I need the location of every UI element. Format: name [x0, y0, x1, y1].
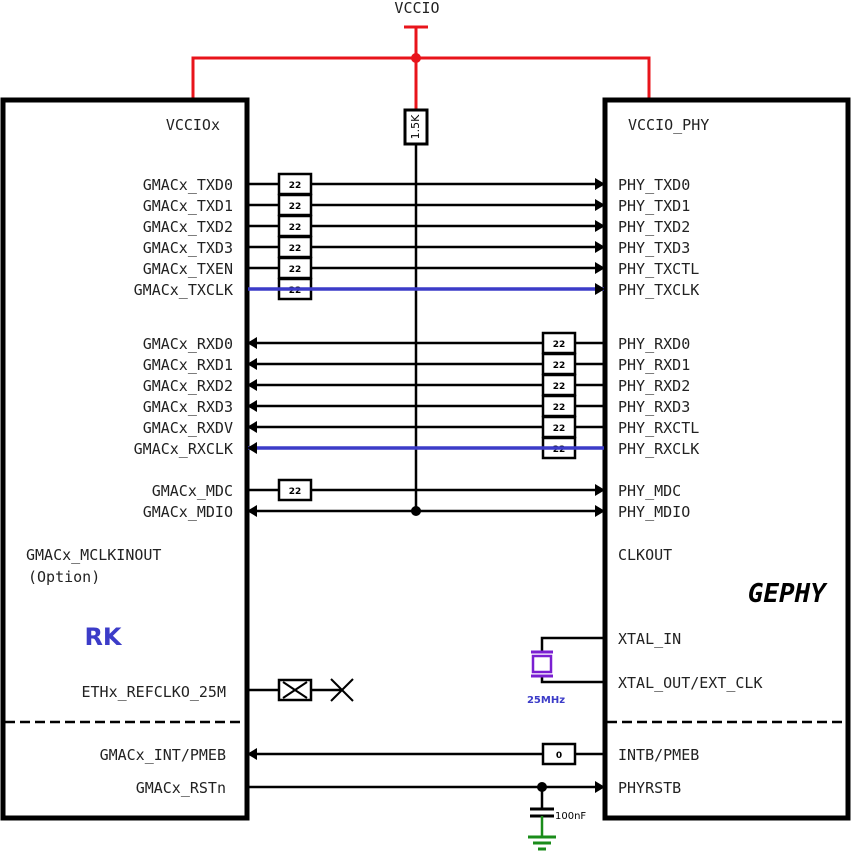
- reset-group: 100nF GMACx_RSTn PHYRSTB: [136, 779, 681, 851]
- phy-mdio-pin: PHY_MDIO: [618, 503, 690, 521]
- rk-rx-pin: GMACx_RXD0: [143, 335, 233, 353]
- reset-cap-value: 100nF: [555, 811, 586, 822]
- crystal-frequency: 25MHz: [527, 695, 565, 706]
- gephy-chip-name: GEPHY: [748, 579, 829, 609]
- phy-rst-pin: PHYRSTB: [618, 779, 681, 797]
- rk-rx-pin: GMACx_RXCLK: [134, 440, 233, 458]
- crystal: 25MHz: [527, 636, 604, 706]
- no-connect-icon: [330, 678, 354, 702]
- rx-resistor-label: 22: [553, 361, 566, 371]
- phy-tx-pin: PHY_TXD2: [618, 218, 690, 236]
- rk-mclk-pin: GMACx_MCLKINOUT: [26, 546, 161, 564]
- tx-resistor-label: 22: [289, 181, 302, 191]
- int-group: 0 GMACx_INT/PMEB INTB/PMEB: [100, 742, 699, 766]
- phy-rx-pin: PHY_RXD3: [618, 398, 690, 416]
- rk-tx-pin: GMACx_TXD0: [143, 176, 233, 194]
- tx-resistor-label: 22: [289, 286, 302, 296]
- tx-resistor-label: 22: [289, 265, 302, 275]
- phy-tx-pin: PHY_TXD3: [618, 239, 690, 257]
- refclk-output: ETHx_REFCLKO_25M: [82, 678, 354, 702]
- phy-rx-pin: PHY_RXD0: [618, 335, 690, 353]
- rk-chip: [0, 97, 250, 821]
- rk-tx-pin: GMACx_TXD3: [143, 239, 233, 257]
- rk-rx-pin: GMACx_RXD2: [143, 377, 233, 395]
- rk-mclk-note: (Option): [28, 568, 100, 586]
- phy-xtal-in-pin: XTAL_IN: [618, 630, 681, 648]
- rk-mdio-pin: GMACx_MDIO: [143, 503, 233, 521]
- reset-capacitor: [530, 807, 554, 818]
- gephy-supply-label: VCCIO_PHY: [628, 116, 709, 134]
- pullup-resistor-label: 1.5K: [409, 114, 422, 139]
- phy-rx-pin: PHY_RXD1: [618, 356, 690, 374]
- int-resistor-label: 0: [556, 751, 562, 761]
- rk-refclk-pin: ETHx_REFCLKO_25M: [82, 683, 227, 701]
- phy-mdc-pin: PHY_MDC: [618, 482, 681, 500]
- tx-group: 22 22 22 22 22 22 GMACx_TXD0 GMACx_TXD1 …: [134, 172, 699, 301]
- rx-resistor-label: 22: [553, 382, 566, 392]
- phy-rx-pin: PHY_RXCLK: [618, 440, 699, 458]
- rx-resistor-label: 22: [553, 403, 566, 413]
- rx-resistor-label: 22: [553, 424, 566, 434]
- phy-rx-pin: PHY_RXCTL: [618, 419, 699, 437]
- rk-rx-pin: GMACx_RXD3: [143, 398, 233, 416]
- mdc-resistor-label: 22: [289, 487, 302, 497]
- tx-resistor-label: 22: [289, 202, 302, 212]
- mdc-series-resistor: [277, 478, 313, 502]
- phy-clkout-pin: CLKOUT: [618, 546, 672, 564]
- rk-tx-pin: GMACx_TXD1: [143, 197, 233, 215]
- power-rail: VCCIO 1.5K: [191, 0, 651, 516]
- tx-resistor-label: 22: [289, 244, 302, 254]
- phy-rx-pin: PHY_RXD2: [618, 377, 690, 395]
- rk-rx-pin: GMACx_RXD1: [143, 356, 233, 374]
- rk-supply-label: VCCIOx: [166, 116, 220, 134]
- phy-tx-pin: PHY_TXCLK: [618, 281, 699, 299]
- rk-mdc-pin: GMACx_MDC: [152, 482, 233, 500]
- rk-rx-pin: GMACx_RXDV: [143, 419, 233, 437]
- phy-tx-pin: PHY_TXD1: [618, 197, 690, 215]
- phy-int-pin: INTB/PMEB: [618, 746, 699, 764]
- rk-chip-name: RK: [84, 623, 122, 651]
- rk-tx-pin: GMACx_TXD2: [143, 218, 233, 236]
- int-resistor: [541, 742, 577, 766]
- vccio-label: VCCIO: [394, 0, 439, 17]
- vccio-junction: [411, 53, 421, 63]
- ground-icon: [528, 835, 556, 851]
- xtal-in-wire: [540, 636, 604, 652]
- rk-tx-pin: GMACx_TXCLK: [134, 281, 233, 299]
- tx-resistor-label: 22: [289, 223, 302, 233]
- rk-int-pin: GMACx_INT/PMEB: [100, 746, 226, 764]
- xtal-out-wire: [540, 676, 604, 684]
- phy-tx-pin: PHY_TXCTL: [618, 260, 699, 278]
- gephy-chip: [602, 97, 851, 821]
- phy-tx-pin: PHY_TXD0: [618, 176, 690, 194]
- rk-rst-pin: GMACx_RSTn: [136, 779, 226, 797]
- vccio-rail: [191, 56, 651, 100]
- rx-group: 22 22 22 22 22 22 GMACx_RXD0 GMACx_RXD1 …: [134, 331, 699, 460]
- mdio-group: 22 GMACx_MDC GMACx_MDIO PHY_MDC PHY_MDIO: [143, 478, 690, 521]
- rx-resistor-label: 22: [553, 445, 566, 455]
- rk-tx-pin: GMACx_TXEN: [143, 260, 233, 278]
- rx-resistor-label: 22: [553, 340, 566, 350]
- phy-xtal-out-pin: XTAL_OUT/EXT_CLK: [618, 674, 763, 692]
